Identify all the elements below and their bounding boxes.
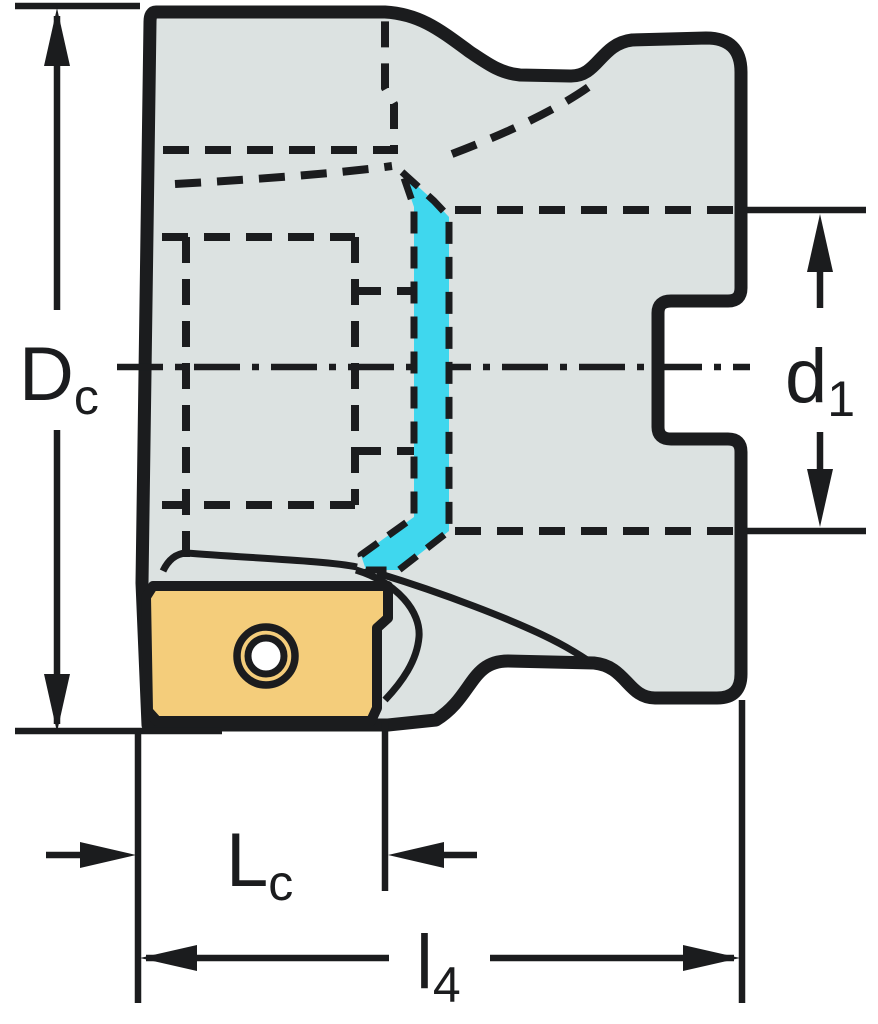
profile-hidden-curve-left [174,162,393,188]
lc-arrow-left-icon [388,842,444,868]
profile-hidden-curve-right [450,76,601,158]
dc-label: Dc [19,332,99,425]
lc-arrow-right-icon [80,842,136,868]
l4-label: l4 [416,920,461,1013]
lc-label: Lc [226,818,293,911]
l4-arrow-left-icon [140,945,197,971]
hidden-detail-lines [162,14,738,558]
lc-dimension [46,722,477,1003]
d1-label-box [762,308,878,432]
dc-arrow-down-icon [44,674,70,732]
cutting-edge-highlight [357,168,453,574]
gash-diagonal-curve [375,569,596,667]
l4-arrow-right-icon [683,945,740,971]
d1-arrow-down-icon [807,469,833,527]
dimension-labels: Dc d1 Lc l4 [0,308,878,1013]
dc-label-box [0,310,116,430]
face-curve [159,549,358,573]
d1-arrow-up-icon [807,214,833,272]
d1-label: d1 [785,334,855,427]
insert-screw-hole-inner [244,634,288,678]
lc-label-box [200,799,321,909]
d1-dimension [745,206,866,535]
insert-screw-hole-outer [233,623,299,689]
insert [141,581,393,726]
flange-hidden-line [163,14,398,154]
l4-label-box [389,903,490,1013]
dc-arrow-up-icon [44,8,70,66]
